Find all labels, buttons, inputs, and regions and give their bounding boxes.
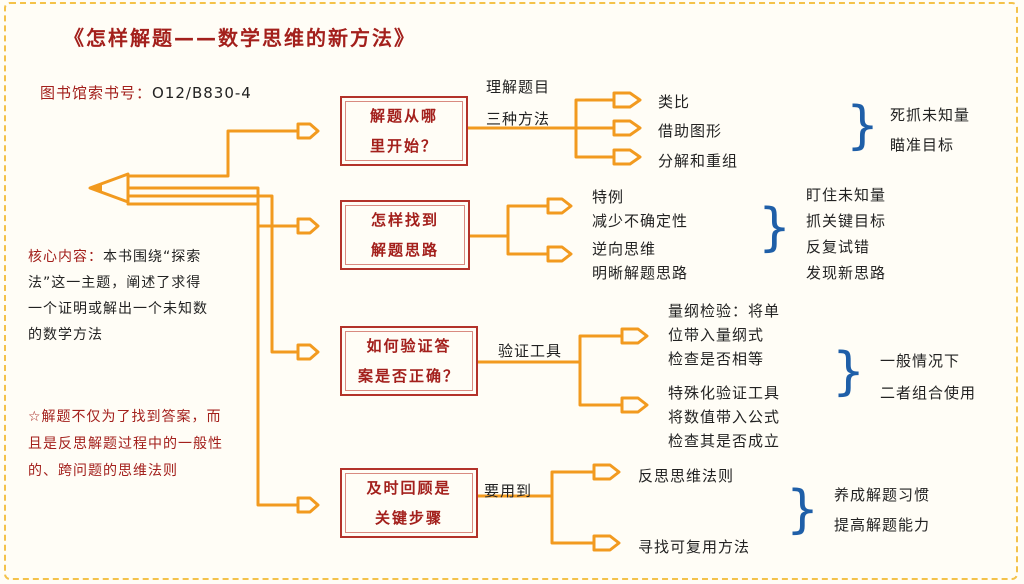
branch-3-summary: 二者组合使用 xyxy=(880,384,977,402)
branch-1-connector: 三种方法 xyxy=(486,110,551,128)
branch-2-item: 特例 xyxy=(592,188,625,206)
branch-3-item: 特殊化验证工具 xyxy=(668,384,781,402)
branch-4-title-line: 及时回顾是 xyxy=(366,479,452,497)
branch-1-connector: 理解题目 xyxy=(486,78,551,96)
brace-icon: } xyxy=(846,96,880,156)
branch-1-summary: 死抓未知量 xyxy=(890,106,971,124)
branch-1-box: 解题从哪 里开始？ xyxy=(340,96,468,166)
branch-1-item: 类比 xyxy=(658,93,691,111)
core-content: 核心内容：本书围绕“探索法”这一主题，阐述了求得一个证明或解出一个未知数的数学方… xyxy=(28,244,213,348)
branch-3-title-line: 如何验证答 xyxy=(366,337,452,355)
branch-3-box: 如何验证答 案是否正确？ xyxy=(340,326,478,396)
call-number-value: O12/B830-4 xyxy=(152,84,252,102)
branch-4-title-line: 关键步骤 xyxy=(374,509,443,527)
branch-4-box: 及时回顾是 关键步骤 xyxy=(340,468,478,538)
brace-icon: } xyxy=(786,480,820,540)
pencil-icon xyxy=(88,172,130,204)
branch-3-item: 量纲检验：将单 xyxy=(668,302,781,320)
branch-2-item: 明晰解题思路 xyxy=(592,264,689,282)
branch-1-summary: 瞄准目标 xyxy=(890,136,955,154)
branch-2-title-line: 怎样找到 xyxy=(370,211,439,229)
branch-4-summary: 提高解题能力 xyxy=(834,516,931,534)
branch-3-item: 检查是否相等 xyxy=(668,350,765,368)
branch-3-item: 位带入量纲式 xyxy=(668,326,765,344)
branch-2-item: 逆向思维 xyxy=(592,240,657,258)
branch-2-summary: 发现新思路 xyxy=(806,264,887,282)
note-text: ☆解题不仅为了找到答案，而且是反思解题过程中的一般性的、跨问题的思维法则 xyxy=(28,409,223,479)
call-number: 图书馆索书号：O12/B830-4 xyxy=(40,82,252,103)
call-number-label: 图书馆索书号： xyxy=(40,84,153,102)
branch-1-title-line: 里开始？ xyxy=(369,137,438,155)
branch-2-box: 怎样找到 解题思路 xyxy=(340,200,470,270)
branch-3-item: 将数值带入公式 xyxy=(668,408,781,426)
branch-2-summary: 盯住未知量 xyxy=(806,186,887,204)
branch-2-item: 减少不确定性 xyxy=(592,212,689,230)
branch-3-connector: 验证工具 xyxy=(498,342,563,360)
branch-1-item: 借助图形 xyxy=(658,122,723,140)
branch-4-item: 反思思维法则 xyxy=(638,467,735,485)
branch-2-summary: 抓关键目标 xyxy=(806,212,887,230)
page-frame xyxy=(4,2,1018,580)
branch-2-summary: 反复试错 xyxy=(806,238,871,256)
branch-1-title-line: 解题从哪 xyxy=(369,107,438,125)
branch-4-item: 寻找可复用方法 xyxy=(638,538,751,556)
branch-1-item: 分解和重组 xyxy=(658,152,739,170)
core-content-text: 本书围绕“探索法”这一主题，阐述了求得一个证明或解出一个未知数的数学方法 xyxy=(28,249,208,343)
core-content-label: 核心内容： xyxy=(28,249,103,265)
page-title: 《怎样解题——数学思维的新方法》 xyxy=(64,26,416,50)
branch-2-title-line: 解题思路 xyxy=(370,241,439,259)
branch-3-item: 检查其是否成立 xyxy=(668,432,781,450)
brace-icon: } xyxy=(832,342,866,402)
branch-4-connector: 要用到 xyxy=(484,482,533,500)
branch-4-summary: 养成解题习惯 xyxy=(834,486,931,504)
branch-3-title-line: 案是否正确？ xyxy=(357,367,460,385)
branch-3-summary: 一般情况下 xyxy=(880,352,961,370)
brace-icon: } xyxy=(758,198,792,258)
